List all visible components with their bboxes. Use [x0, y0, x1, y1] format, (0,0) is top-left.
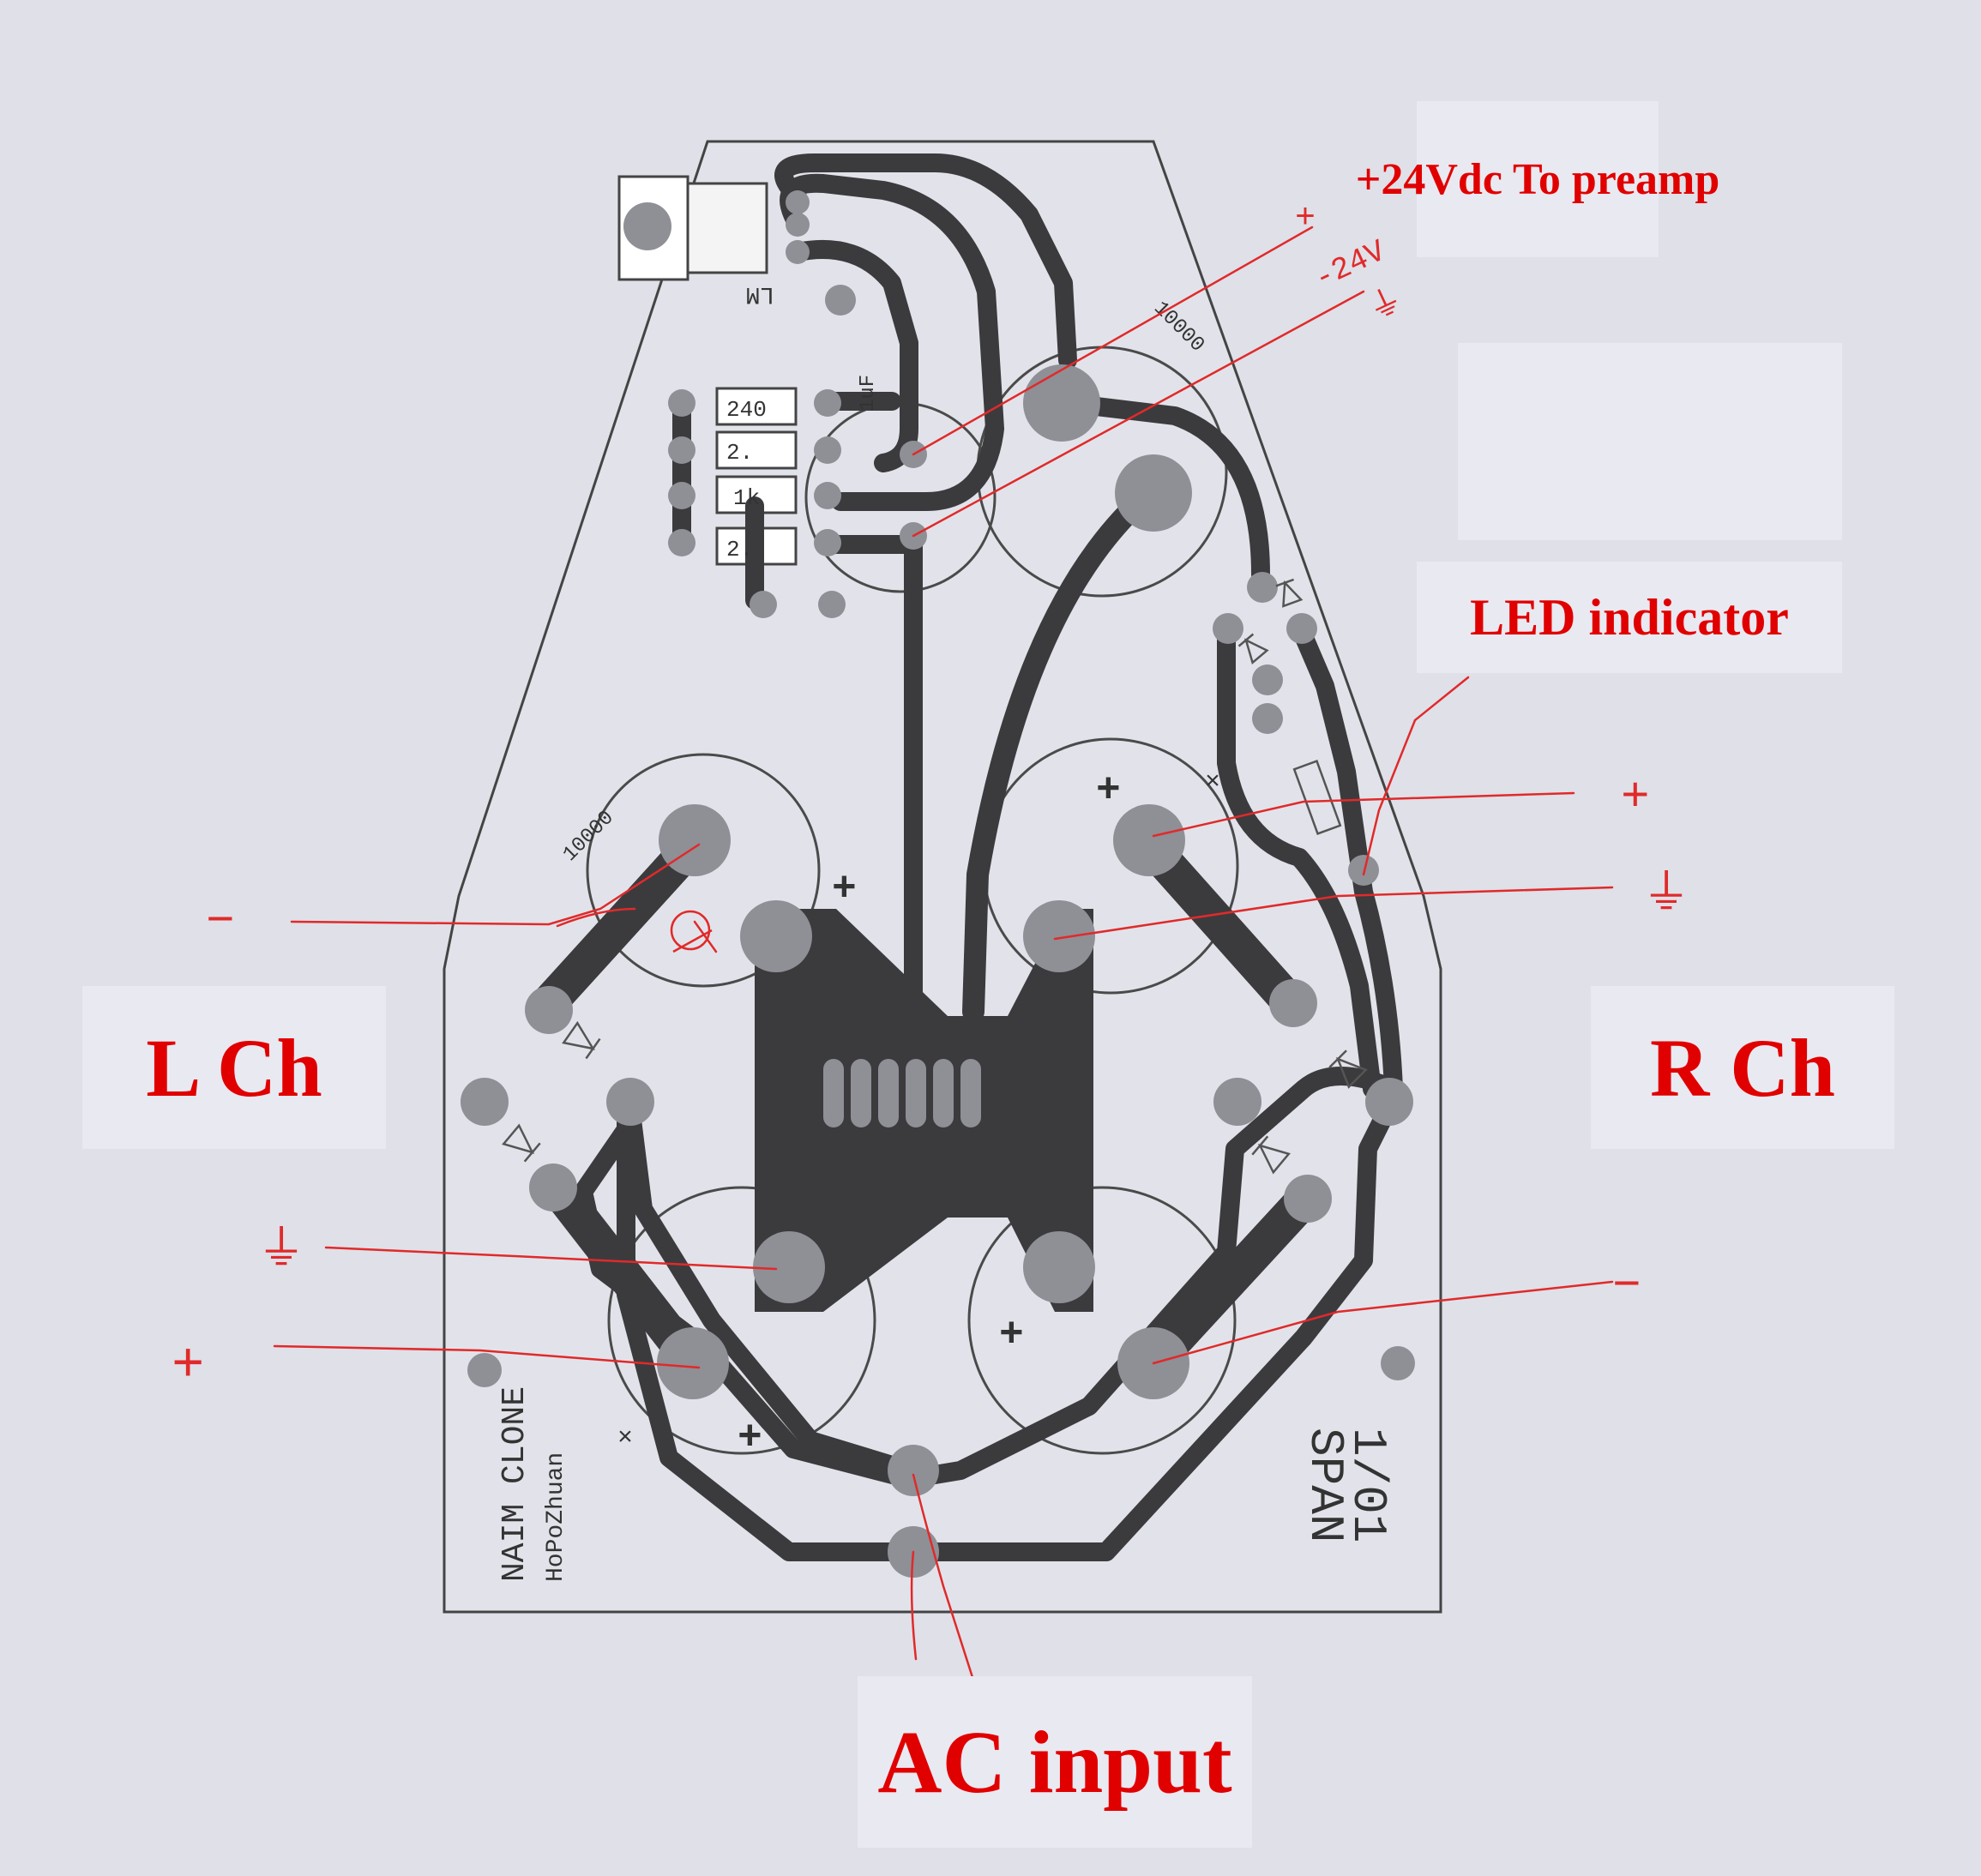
svg-text:2.: 2. [726, 537, 753, 562]
svg-text:1/01: 1/01 [1340, 1428, 1395, 1542]
right-channel-label: R Ch [1591, 986, 1894, 1149]
svg-text:+: + [832, 867, 857, 913]
svg-text:−: − [1612, 1259, 1641, 1314]
board-outline [443, 140, 1442, 1614]
svg-text:⏚: ⏚ [1642, 869, 1690, 923]
svg-text:×: × [1205, 768, 1220, 797]
svg-text:+: + [738, 1416, 762, 1462]
resistor-2 [715, 430, 798, 470]
ac-input-label-text: AC input [877, 1712, 1232, 1812]
pads [461, 190, 1415, 1578]
cap-mid-left [586, 753, 821, 988]
svg-text:+: + [999, 1313, 1024, 1359]
pen-circle-marks [670, 910, 713, 953]
regulator [617, 175, 768, 281]
blank-callout [1458, 343, 1842, 540]
traces [574, 153, 1403, 1561]
pen-lines [273, 225, 1614, 1695]
ac-input-label: AC input [858, 1676, 1252, 1848]
svg-text:⏚: ⏚ [1363, 282, 1410, 332]
svg-text:+: + [1096, 768, 1121, 815]
preamp-output-label: +24Vdc To preamp [1356, 101, 1719, 257]
svg-text:+: + [172, 1336, 204, 1398]
svg-text:×: × [617, 1424, 633, 1453]
preamp-output-label-text: +24Vdc To preamp [1355, 154, 1720, 204]
bridge-rectifier [755, 909, 1093, 1312]
thick-traces [531, 827, 1322, 1381]
svg-text:SPAN: SPAN [1298, 1428, 1352, 1542]
svg-text:2.: 2. [726, 440, 753, 466]
svg-text:1uF: 1uF [857, 375, 880, 412]
svg-text:LM: LM [745, 280, 774, 307]
diode-symbols [502, 578, 1368, 1175]
resistor-240 [715, 387, 798, 426]
svg-text:HoPoZhuan: HoPoZhuan [543, 1452, 569, 1582]
svg-text:+: + [1295, 200, 1316, 238]
svg-text:NAIM CLONE: NAIM CLONE [497, 1386, 533, 1582]
cap-bot-right [967, 1186, 1237, 1455]
led-indicator-label-text: LED indicator [1470, 588, 1789, 646]
svg-text:1k: 1k [733, 485, 760, 511]
svg-text:-24V: -24V [1309, 233, 1391, 297]
left-channel-label-text: L Ch [146, 1021, 322, 1114]
cap-bot-left [607, 1186, 876, 1455]
left-channel-label: L Ch [82, 986, 386, 1149]
svg-text:+: + [1621, 770, 1650, 825]
svg-text:⏚: ⏚ [257, 1224, 305, 1279]
svg-text:240: 240 [726, 397, 767, 423]
right-channel-label-text: R Ch [1649, 1021, 1836, 1114]
svg-text:−: − [206, 894, 235, 949]
led-indicator-label: LED indicator [1417, 562, 1842, 673]
